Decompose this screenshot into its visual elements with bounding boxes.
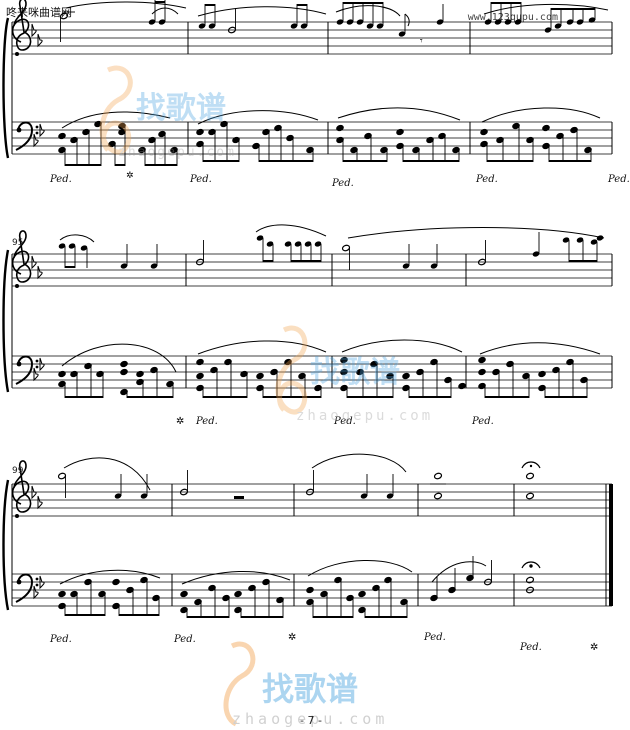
page-number: - 7 - bbox=[300, 714, 322, 727]
pedal-mark-icon bbox=[49, 174, 72, 185]
watermark-3: 找歌谱 zhaogepu.com bbox=[223, 641, 388, 728]
system-2: ✲ bbox=[2, 224, 613, 427]
svg-text:找歌谱: 找歌谱 bbox=[136, 91, 226, 126]
pedal-release-icon: ✲ bbox=[176, 416, 184, 427]
svg-text:𝄾: 𝄾 bbox=[420, 36, 423, 47]
measure-number: 95 bbox=[12, 238, 24, 248]
site-header-left: 咚来咪曲谱网 bbox=[6, 6, 72, 19]
svg-text:zhaogepu.com: zhaogepu.com bbox=[232, 710, 388, 728]
svg-text:✲: ✲ bbox=[590, 642, 598, 653]
measure-number: 99 bbox=[12, 466, 24, 476]
system-3: ✲ ✲ bbox=[2, 453, 613, 653]
svg-text:✲: ✲ bbox=[126, 171, 134, 181]
watermark-1: 找歌谱 zhaogepu.com bbox=[99, 65, 236, 160]
svg-text:✲: ✲ bbox=[288, 632, 296, 643]
watermark-2: 找歌谱 zhaogepu.com bbox=[275, 325, 433, 424]
key-signature-flats-icon bbox=[31, 23, 43, 47]
final-barline bbox=[609, 484, 613, 606]
treble-clef-icon bbox=[11, 0, 32, 57]
fermata-icon bbox=[521, 461, 541, 469]
svg-text:找歌谱: 找歌谱 bbox=[310, 355, 400, 390]
svg-text:找歌谱: 找歌谱 bbox=[262, 670, 358, 708]
svg-text:zhaogepu.com: zhaogepu.com bbox=[118, 145, 236, 160]
svg-text:zhaogepu.com: zhaogepu.com bbox=[296, 408, 433, 424]
site-header-right: www.123qupu.com bbox=[467, 12, 558, 23]
system-1: 𝄾 bbox=[2, 0, 630, 189]
half-rest-icon bbox=[234, 496, 244, 499]
